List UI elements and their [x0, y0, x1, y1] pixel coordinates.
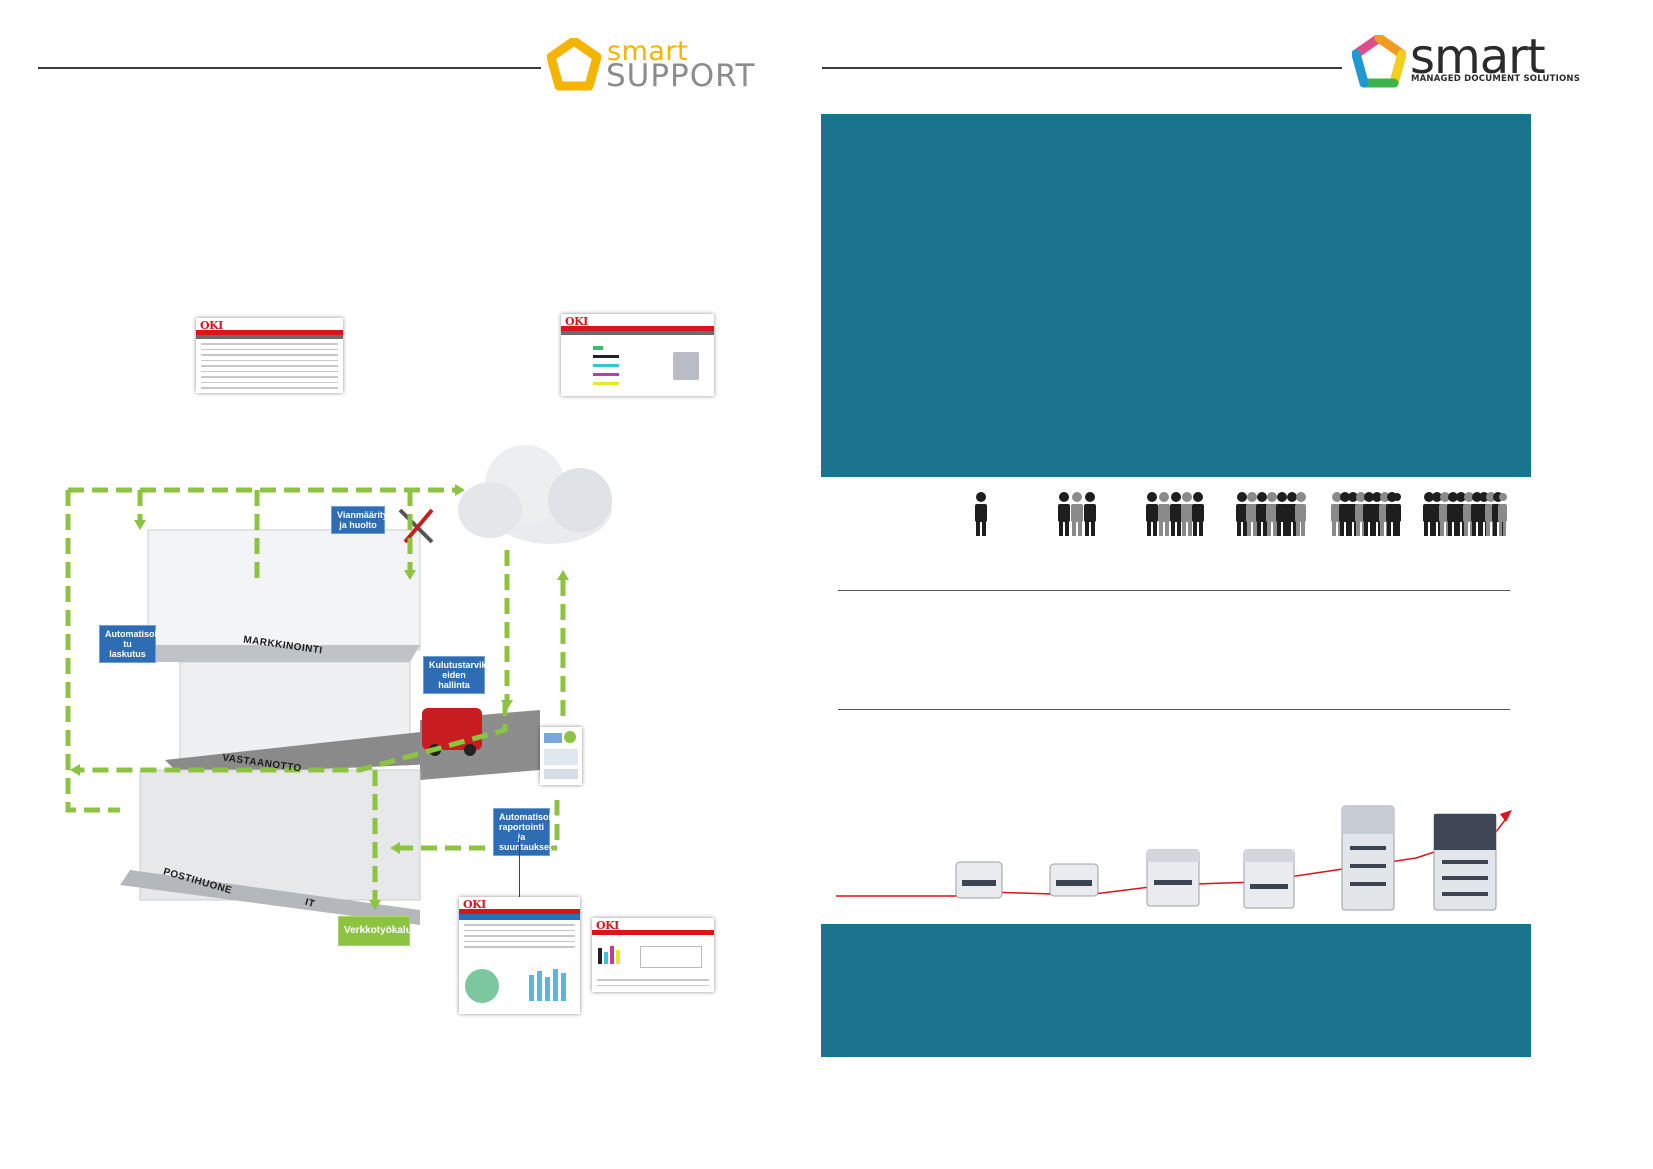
wrench-screwdriver-icon [398, 508, 434, 544]
divider-1 [838, 590, 1510, 591]
oki-toner-report-screenshot: OKI [592, 918, 714, 992]
people-icon [1423, 492, 1507, 536]
logo-word-smart: smart [1410, 29, 1546, 85]
mfp-icon-4 [1433, 813, 1497, 911]
mfp-icon-2 [1243, 849, 1295, 909]
right-header-rule [822, 67, 1342, 69]
people-icon [1146, 492, 1204, 536]
oki-device-status-screenshot: OKI [561, 314, 714, 396]
people-group-11 [1422, 490, 1508, 536]
oki-dashboard-screenshot: OKI [459, 897, 580, 1014]
people-icon [1058, 492, 1096, 536]
logo-word-smart: smart [607, 36, 689, 67]
device-growth-illustration [836, 805, 1512, 911]
logo-tagline: MANAGED DOCUMENT SOLUTIONS [1411, 74, 1581, 84]
right-logo: smart MANAGED DOCUMENT SOLUTIONS [1352, 33, 1580, 91]
teal-panel-bottom [821, 924, 1531, 1057]
smart-multicolor-pentagon-logo-icon [1352, 35, 1406, 88]
office-building-illustration [65, 445, 612, 925]
callout-reporting: Automatisoitu raportointi ja suuntaukset [493, 808, 560, 856]
mfp-icon-1 [1146, 849, 1200, 907]
van-icon [422, 708, 482, 756]
mini-report-screenshot [540, 727, 582, 785]
people-group-7 [1235, 490, 1307, 536]
cloud-icon [458, 445, 612, 544]
people-group-1 [973, 490, 989, 536]
printer-icon-1 [955, 861, 1003, 899]
people-icon [1331, 492, 1401, 536]
callout-supplies: Kulutustarvikk eiden hallinta [423, 656, 492, 694]
people-group-3 [1057, 490, 1097, 536]
person-icon [975, 492, 987, 536]
trend-arrow-icon [1500, 810, 1512, 822]
left-header-rule [38, 67, 541, 69]
smart-pentagon-logo-icon [547, 38, 601, 91]
callout-diagnostics: Vianmääritys ja huolto [331, 506, 393, 534]
callout-billing: Automatisoi tu laskutus [99, 625, 157, 663]
callout-network-tools: Verkkotyökalut [338, 916, 415, 946]
logo-word-support: SUPPORT [606, 58, 756, 94]
mfp-icon-3 [1341, 805, 1395, 911]
connector-line [519, 838, 520, 898]
printer-icon-2 [1049, 863, 1099, 897]
people-group-5 [1145, 490, 1205, 536]
people-icon [1236, 492, 1306, 536]
oki-device-list-screenshot: OKI [196, 318, 343, 393]
people-group-9 [1330, 490, 1402, 536]
divider-2 [838, 709, 1510, 710]
teal-panel-top [821, 114, 1531, 477]
left-logo: smart SUPPORT [547, 36, 754, 92]
